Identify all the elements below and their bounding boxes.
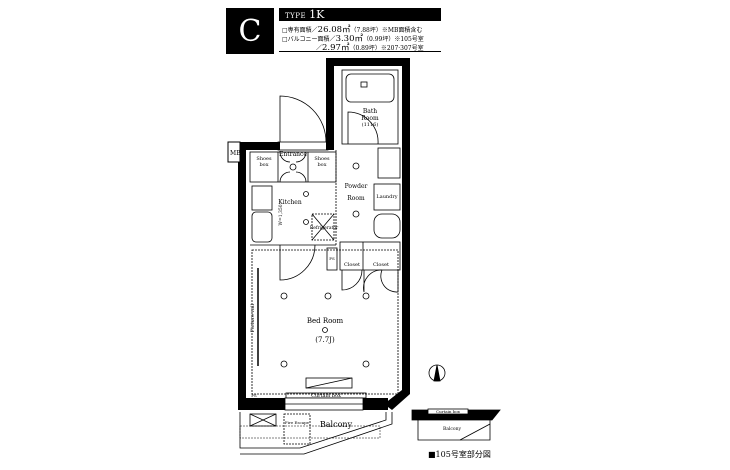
entrance-door <box>279 95 327 143</box>
area-label: □専有面積／ <box>282 27 318 34</box>
bath-label: Bath <box>363 108 377 115</box>
type-name: 1K <box>309 8 325 21</box>
bath-label-2: Room <box>361 115 379 122</box>
shoes-box-right-label-2: box <box>317 162 326 168</box>
balcony-label: Balcony <box>320 420 353 429</box>
fire-escape-label: Fire Escape <box>285 420 310 425</box>
area-label: ／ <box>316 45 323 52</box>
refrigerator-label: Refrigerator <box>310 225 339 231</box>
laundry-label: Laundry <box>376 194 397 200</box>
shoes-box-left-label: Shoes <box>256 156 272 162</box>
partial-curtain-box-label: Curtain box <box>436 409 461 414</box>
width-dimension: W=1,350 <box>278 204 284 225</box>
room-labels: Bath Room (1116) Entrance Shoes box Shoe… <box>250 108 462 432</box>
area-value: 2.97㎡ <box>322 43 350 53</box>
partial-plan-caption: ■105号室部分図 <box>428 450 491 459</box>
area-label: □バルコニー面積／ <box>282 36 336 43</box>
area-row-exclusive: □専有面積／26.08㎡（7.88坪）※MB面積含む <box>282 23 422 35</box>
type-letter-badge: C <box>226 8 274 54</box>
area-value: 3.30㎡ <box>335 34 363 44</box>
kitchen-label: Kitchen <box>278 199 302 206</box>
bath-size: (1116) <box>362 121 379 128</box>
area-row-balcony: □バルコニー面積／3.30㎡（0.99坪）※105号室 <box>282 32 424 44</box>
powder-label-2: Room <box>347 195 365 202</box>
powder-label: Powder <box>345 183 368 190</box>
interior-lines <box>239 69 501 455</box>
type-prefix: TYPE <box>285 12 307 20</box>
ps-label: PS <box>329 256 335 261</box>
entrance-label: Entrance <box>279 151 307 158</box>
bedroom-label: Bed Room <box>307 317 344 325</box>
curtain-box-label: Curtain box <box>311 393 341 399</box>
shoes-box-left-label-2: box <box>259 162 268 168</box>
picture-rail-label: Picture rail <box>250 303 256 332</box>
area-value: 26.08㎡ <box>317 25 351 35</box>
bedroom-size: (7.7J) <box>315 336 335 344</box>
closet-label-2: Closet <box>373 262 389 268</box>
closet-label-1: Closet <box>344 262 360 268</box>
mb-label: MB <box>230 150 241 157</box>
area-note: （0.99坪）※105号室 <box>363 36 424 43</box>
area-note: （7.88坪）※MB面積含む <box>350 27 423 34</box>
partial-balcony-label: Balcony <box>443 426 462 432</box>
ps-label-2: PS <box>251 393 257 398</box>
area-note: （0.89坪）※207·307号室 <box>349 45 424 52</box>
walls <box>227 58 410 410</box>
shoes-box-right-label: Shoes <box>314 156 330 162</box>
area-row-balcony-alt: ／2.97㎡（0.89坪）※207·307号室 <box>316 41 424 53</box>
header-divider <box>279 51 441 52</box>
